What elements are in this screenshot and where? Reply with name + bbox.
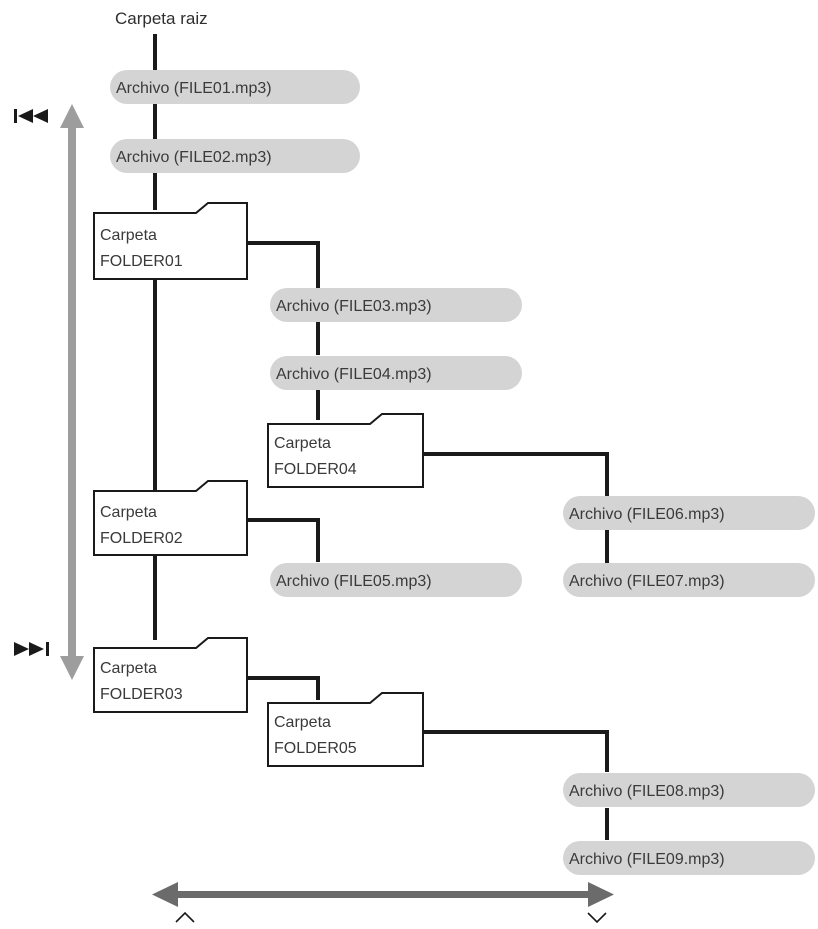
folder-label-line2: FOLDER02: [100, 530, 183, 547]
vertical-range-arrow: [60, 104, 84, 680]
file-item-5[interactable]: Archivo (FILE05.mp3): [270, 563, 522, 597]
folder-label-line1: Carpeta: [100, 504, 157, 521]
file-label: Archivo (FILE09.mp3): [569, 851, 725, 868]
file-item-3[interactable]: Archivo (FILE03.mp3): [270, 288, 522, 322]
file-item-7[interactable]: Archivo (FILE07.mp3): [563, 563, 815, 597]
folder-item-2[interactable]: Carpeta FOLDER02: [93, 480, 248, 556]
horizontal-range-arrow: [152, 882, 614, 907]
chevron-down-icon[interactable]: [587, 912, 607, 924]
folder-icon: [93, 637, 248, 713]
folder-label-line1: Carpeta: [274, 714, 331, 731]
folder-item-5[interactable]: Carpeta FOLDER05: [267, 692, 424, 767]
file-label: Archivo (FILE03.mp3): [276, 298, 432, 315]
file-item-6[interactable]: Archivo (FILE06.mp3): [563, 496, 815, 530]
file-label: Archivo (FILE04.mp3): [276, 366, 432, 383]
root-folder-label: Carpeta raiz: [115, 9, 208, 28]
file-label: Archivo (FILE01.mp3): [116, 80, 272, 97]
folder-label-line1: Carpeta: [100, 227, 157, 244]
skip-back-icon[interactable]: [14, 109, 48, 123]
file-label: Archivo (FILE08.mp3): [569, 783, 725, 800]
tree-connectors: [153, 34, 609, 840]
folder-label-line1: Carpeta: [100, 660, 157, 677]
file-item-4[interactable]: Archivo (FILE04.mp3): [270, 356, 522, 390]
chevron-up-icon[interactable]: [175, 911, 195, 923]
folder-item-1[interactable]: Carpeta FOLDER01: [93, 202, 248, 280]
skip-forward-icon[interactable]: [14, 642, 49, 656]
folder-label-line2: FOLDER05: [274, 740, 357, 757]
folder-label-line2: FOLDER01: [100, 253, 183, 270]
folder-label-line1: Carpeta: [274, 435, 331, 452]
file-label: Archivo (FILE02.mp3): [116, 149, 272, 166]
folder-item-3[interactable]: Carpeta FOLDER03: [93, 637, 248, 713]
file-item-8[interactable]: Archivo (FILE08.mp3): [563, 773, 815, 807]
file-item-2[interactable]: Archivo (FILE02.mp3): [110, 139, 360, 173]
folder-icon: [267, 692, 424, 767]
folder-label-line2: FOLDER03: [100, 686, 183, 703]
folder-icon: [93, 202, 248, 280]
folder-label-line2: FOLDER04: [274, 461, 357, 478]
file-label: Archivo (FILE06.mp3): [569, 506, 725, 523]
file-item-1[interactable]: Archivo (FILE01.mp3): [110, 70, 360, 104]
file-label: Archivo (FILE07.mp3): [569, 573, 725, 590]
folder-icon: [267, 413, 424, 488]
folder-icon: [93, 480, 248, 556]
file-label: Archivo (FILE05.mp3): [276, 573, 432, 590]
folder-item-4[interactable]: Carpeta FOLDER04: [267, 413, 424, 488]
file-item-9[interactable]: Archivo (FILE09.mp3): [563, 841, 815, 875]
